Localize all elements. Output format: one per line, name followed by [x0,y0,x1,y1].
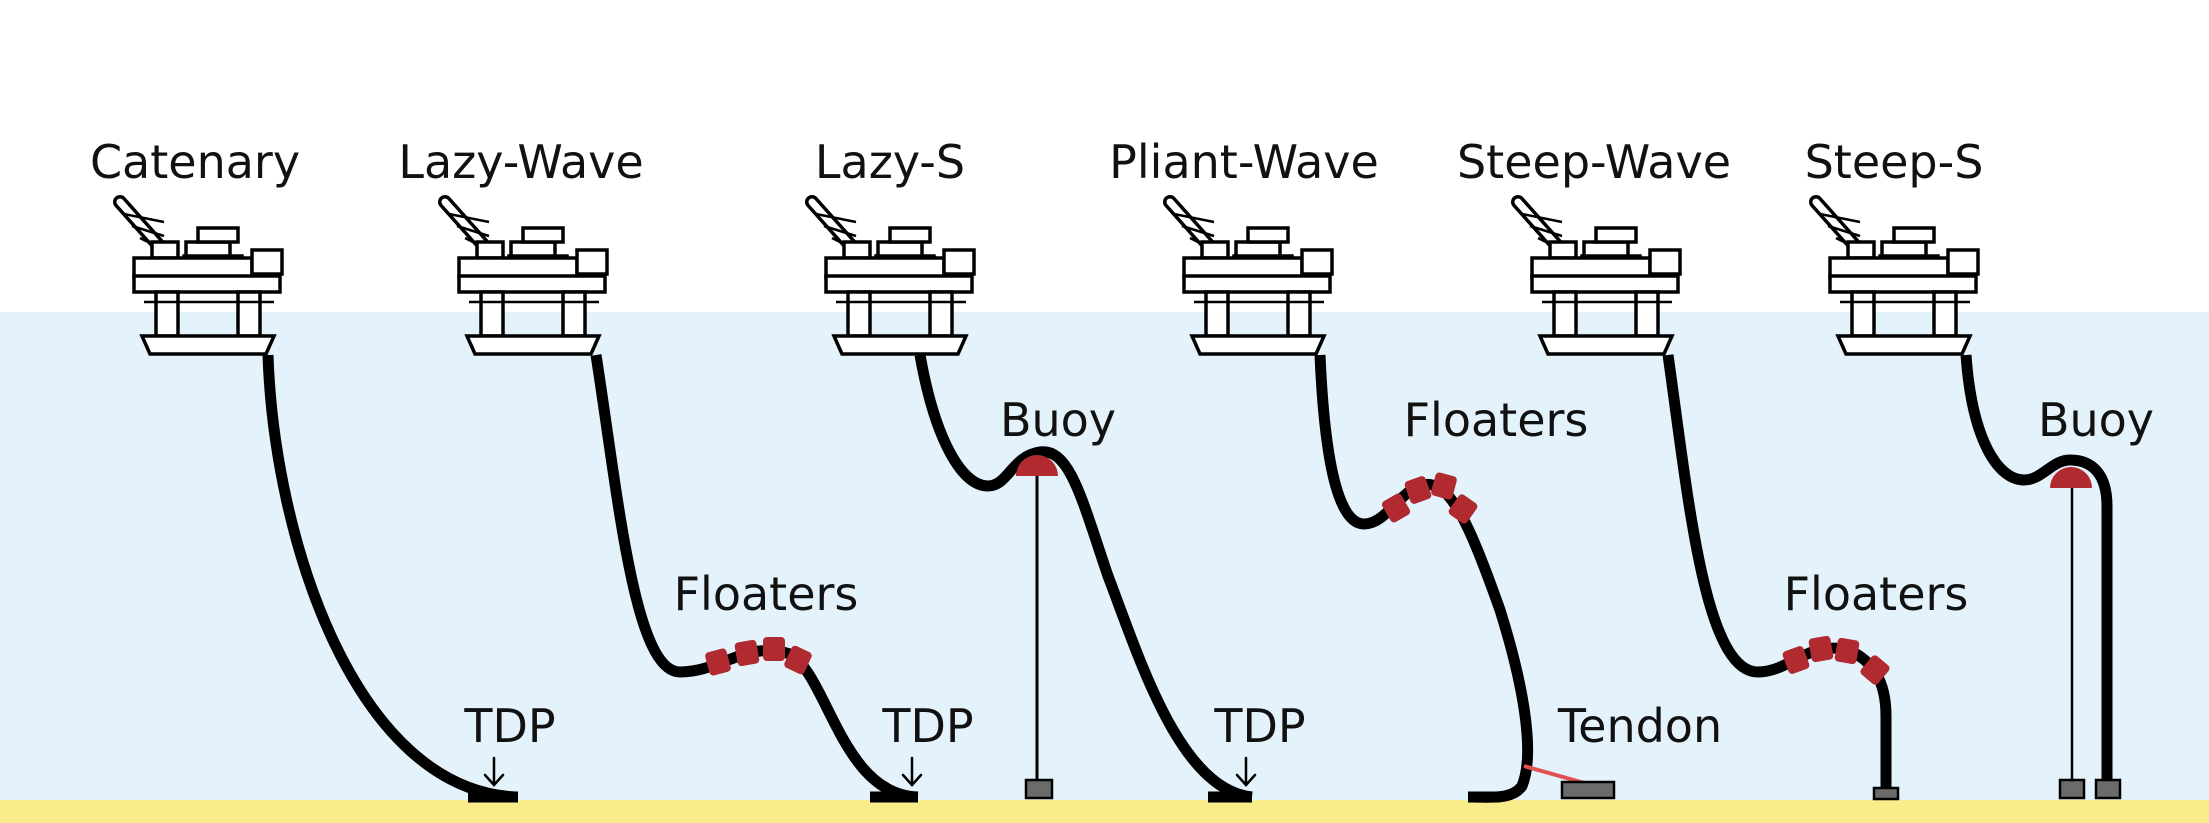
anchor-steep-s-left [2058,778,2086,800]
floaters-lazy-wave [705,637,812,676]
config-title-pliant-wave: Pliant-Wave [1109,135,1379,189]
tdp-arrow-lazy-wave [901,756,923,787]
config-title-lazy-s: Lazy-S [815,135,965,189]
riser-steep-s [1960,354,2113,794]
tdp-label-lazy-wave: TDP [881,699,973,753]
tdp-arrow-lazy-s [1235,756,1257,787]
anchor-lazy-s [1024,778,1054,800]
buoy-steep-s [2050,467,2092,488]
floaters-pliant-wave [1381,472,1478,524]
anchor-steep-s-right [2094,778,2122,800]
lazy-wave-config: Lazy-Wave Floaters TDP [398,135,974,803]
steep-s-config: Steep-S Buoy [1805,135,2154,800]
buoy-lazy-s [1016,455,1058,476]
tdp-label-catenary: TDP [463,699,555,753]
config-title-steep-wave: Steep-Wave [1457,135,1731,189]
buoy-label-steep-s: Buoy [2038,393,2154,447]
steep-wave-config: Steep-Wave Floaters [1457,135,1969,801]
catenary-config: Catenary TDP [90,135,556,803]
pliant-wave-config: Pliant-Wave Floaters Tendon [1109,135,1722,803]
floaters-label-steep-wave: Floaters [1784,567,1969,621]
tdp-arrow-catenary [483,756,505,787]
buoy-label-lazy-s: Buoy [1000,393,1116,447]
config-title-lazy-wave: Lazy-Wave [398,135,643,189]
floaters-label-pliant-wave: Floaters [1404,393,1589,447]
config-title-steep-s: Steep-S [1805,135,1984,189]
floaters-label-lazy-wave: Floaters [674,567,859,621]
lazy-s-config: Lazy-S Buoy TDP [812,135,1306,803]
riser-lazy-s [914,354,1253,803]
tdp-label-lazy-s: TDP [1213,699,1305,753]
anchor-pliant-wave [1560,780,1616,800]
anchor-steep-wave [1872,786,1900,801]
tendon-label: Tendon [1557,699,1722,753]
seabed [0,800,2209,823]
riser-catenary [262,354,522,803]
floaters-steep-wave [1782,635,1890,685]
config-title-catenary: Catenary [90,135,300,189]
